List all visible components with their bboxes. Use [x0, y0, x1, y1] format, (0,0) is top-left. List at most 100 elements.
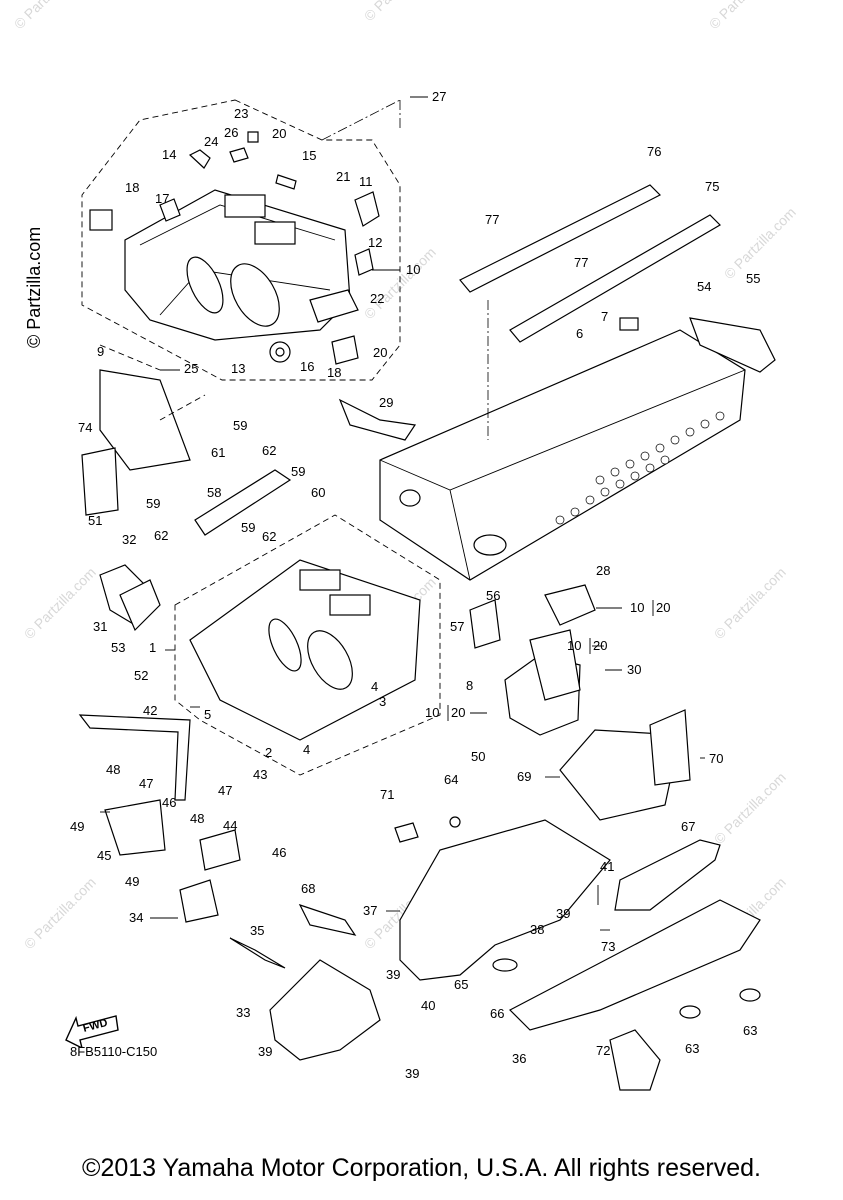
callout: 38 [530, 922, 544, 937]
body-36 [508, 899, 761, 1031]
callout: 20 [373, 345, 387, 360]
callout: 62 [154, 528, 168, 543]
front-body-group [394, 816, 761, 1091]
callout: 21 [336, 169, 350, 184]
callout: 77 [574, 255, 588, 270]
callout: 59 [291, 464, 305, 479]
callout: 31 [93, 619, 107, 634]
part-29 [338, 398, 417, 441]
part-71 [394, 822, 419, 843]
plug-63 [679, 1005, 701, 1019]
callout: 39 [258, 1044, 272, 1059]
callout: 67 [681, 819, 695, 834]
part-31 [119, 579, 161, 632]
callout: 27 [432, 89, 446, 104]
watermark: © Partzilla.com [711, 564, 789, 642]
callout: 70 [709, 751, 723, 766]
callout: 18 [327, 365, 341, 380]
callout: 47 [218, 783, 232, 798]
callout: 14 [162, 147, 176, 162]
watermark: © Partzilla.com [711, 769, 789, 847]
callout: 4 [371, 679, 378, 694]
callout: 64 [444, 772, 458, 787]
callout-boxed: 20 [451, 705, 465, 720]
callout: 34 [129, 910, 143, 925]
lower-frame-group [78, 469, 441, 923]
tunnel-body [379, 329, 746, 581]
callout: 12 [368, 235, 382, 250]
callout: 44 [223, 818, 237, 833]
callout: 65 [454, 977, 468, 992]
left-panel-group [81, 344, 206, 516]
callout: 28 [596, 563, 610, 578]
plate-56 [469, 599, 501, 649]
callout: 50 [471, 749, 485, 764]
callout: 16 [300, 359, 314, 374]
plug-64 [449, 816, 461, 828]
bracket-44 [199, 829, 241, 871]
part-58 [194, 469, 292, 536]
callout: 39 [386, 967, 400, 982]
callout: 73 [601, 939, 615, 954]
rail-76 [459, 184, 662, 293]
callout: 2 [265, 745, 272, 760]
callout: 25 [184, 361, 198, 376]
callout: 30 [627, 662, 641, 677]
lower-frame-outline [174, 514, 441, 776]
fwd-arrow-icon: FWD [65, 1015, 119, 1048]
callout: 32 [122, 532, 136, 547]
callout: 60 [311, 485, 325, 500]
rail-75 [509, 214, 721, 343]
part-72 [609, 1029, 661, 1091]
callout: 20 [272, 126, 286, 141]
covers-group [559, 709, 721, 911]
watermark: © Partzilla.com [21, 564, 99, 642]
callout: 35 [250, 923, 264, 938]
callout: 41 [600, 859, 614, 874]
callout: 10 [406, 262, 420, 277]
callout: 59 [146, 496, 160, 511]
callout: 46 [162, 795, 176, 810]
callout: 58 [207, 485, 221, 500]
callout: 72 [596, 1043, 610, 1058]
callout: 62 [262, 529, 276, 544]
callout: 43 [253, 767, 267, 782]
callout: 59 [241, 520, 255, 535]
part-54 [689, 317, 776, 373]
callout: 52 [134, 668, 148, 683]
bracket-part [89, 209, 113, 231]
callout: 75 [705, 179, 719, 194]
callout: 63 [743, 1023, 757, 1038]
callout: 40 [421, 998, 435, 1013]
bracket-45 [104, 799, 166, 856]
callout: 6 [576, 326, 583, 341]
skid-plate-group [229, 903, 381, 1061]
tunnel-group [338, 317, 776, 581]
pad-74 [81, 447, 119, 516]
callout: 9 [97, 344, 104, 359]
callout: 10 [425, 705, 439, 720]
callout: 17 [155, 191, 169, 206]
callout: 48 [190, 811, 204, 826]
callout: 68 [301, 881, 315, 896]
copyright-notice: ©2013 Yamaha Motor Corporation, U.S.A. A… [82, 1154, 761, 1182]
callout: 59 [233, 418, 247, 433]
callout: 39 [405, 1066, 419, 1081]
callout-boxed: 20 [593, 638, 607, 653]
callout: 37 [363, 903, 377, 918]
callout: 48 [106, 762, 120, 777]
callout: 53 [111, 640, 125, 655]
callout: 61 [211, 445, 225, 460]
diagram-code: 8FB5110-C150 [70, 1044, 158, 1059]
callout: 71 [380, 787, 394, 802]
callout: 54 [697, 279, 711, 294]
cover-67 [614, 839, 721, 911]
rails-group [321, 99, 721, 440]
callout: 45 [97, 848, 111, 863]
callout: 36 [512, 1051, 526, 1066]
callout: 10 [630, 600, 644, 615]
part-68 [298, 903, 357, 936]
leader-lines [100, 96, 705, 931]
callout: 56 [486, 588, 500, 603]
callout: 11 [359, 174, 373, 189]
